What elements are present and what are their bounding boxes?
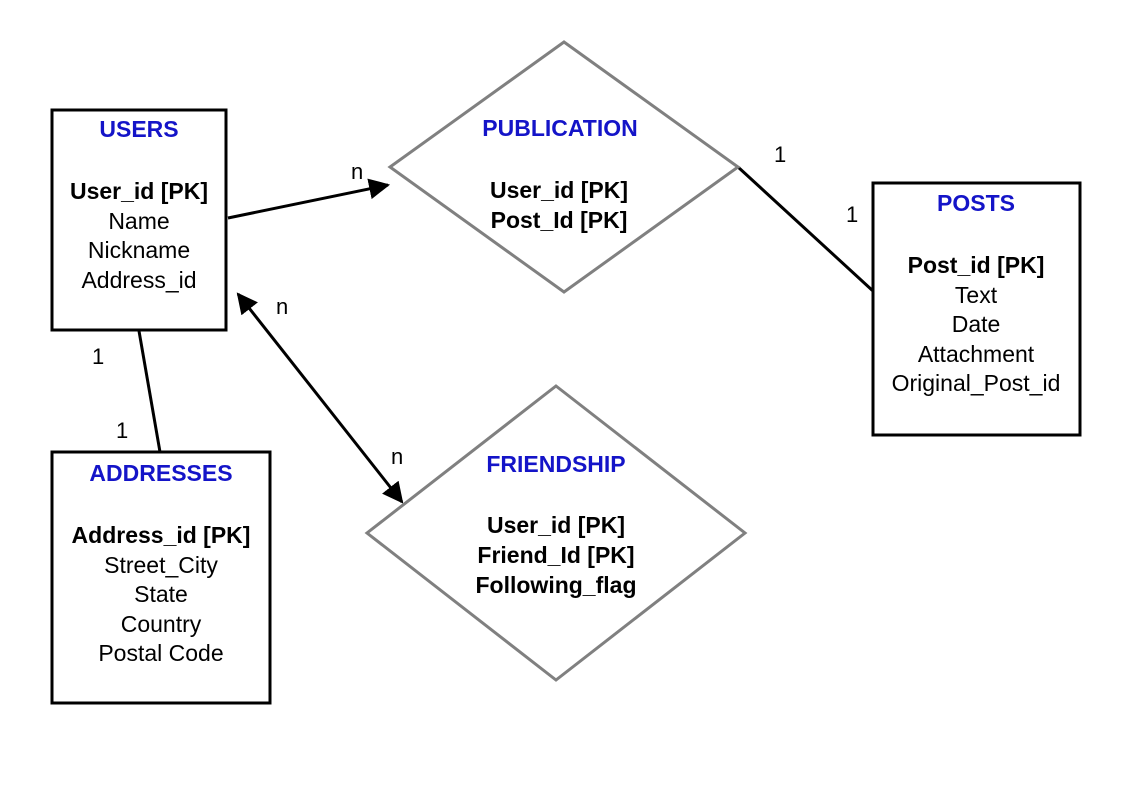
addresses-box (50, 450, 272, 705)
posts-box (871, 181, 1082, 437)
users-title: USERS (99, 116, 178, 142)
users-box (50, 108, 228, 332)
users-publication-connector (227, 178, 391, 220)
posts-pk: Post_id [PK] (908, 252, 1045, 278)
publication-diamond (387, 40, 741, 294)
cardinality-users-addresses-bottom: 1 (116, 418, 128, 443)
posts-entity: POSTS Post_id [PK] Text Date Attachment … (871, 181, 1082, 437)
users-addresses-connector (137, 330, 162, 453)
publication-key-user-id: User_id [PK] (490, 177, 628, 203)
addresses-entity: ADDRESSES Address_id [PK] Street_City St… (50, 450, 272, 705)
addresses-attr-postal-code: Postal Code (98, 640, 223, 666)
addresses-pk: Address_id [PK] (72, 522, 251, 548)
posts-attr-original-post-id: Original_Post_id (892, 370, 1061, 396)
posts-attr-text: Text (955, 282, 998, 308)
publication-title: PUBLICATION (482, 115, 637, 141)
users-pk: User_id [PK] (70, 178, 208, 204)
publication-posts-connector (736, 165, 875, 293)
addresses-attr-country: Country (121, 611, 202, 637)
users-attr-name: Name (108, 208, 169, 234)
friendship-key-friend-id: Friend_Id [PK] (477, 542, 634, 568)
cardinality-posts-side: 1 (846, 202, 858, 227)
cardinality-users-friendship-top: n (276, 294, 288, 319)
friendship-diamond (364, 384, 748, 682)
cardinality-publication-side: 1 (774, 142, 786, 167)
users-entity: USERS User_id [PK] Name Nickname Address… (50, 108, 228, 332)
cardinality-users-addresses-top: 1 (92, 344, 104, 369)
publication-key-post-id: Post_Id [PK] (491, 207, 628, 233)
cardinality-users-publication: n (351, 159, 363, 184)
posts-title: POSTS (937, 190, 1015, 216)
users-attr-nickname: Nickname (88, 237, 190, 263)
users-friendship-connector (236, 292, 404, 504)
addresses-attr-street-city: Street_City (104, 552, 218, 578)
addresses-title: ADDRESSES (89, 460, 232, 486)
friendship-relationship: FRIENDSHIP User_id [PK] Friend_Id [PK] F… (364, 384, 748, 682)
users-attr-address-id: Address_id (81, 267, 196, 293)
friendship-key-user-id: User_id [PK] (487, 512, 625, 538)
friendship-key-following-flag: Following_flag (476, 572, 637, 598)
posts-attr-attachment: Attachment (918, 341, 1035, 367)
addresses-attr-state: State (134, 581, 188, 607)
posts-attr-date: Date (952, 311, 1001, 337)
publication-relationship: PUBLICATION User_id [PK] Post_Id [PK] (387, 40, 741, 294)
friendship-title: FRIENDSHIP (486, 451, 625, 477)
cardinality-users-friendship-bottom: n (391, 444, 403, 469)
